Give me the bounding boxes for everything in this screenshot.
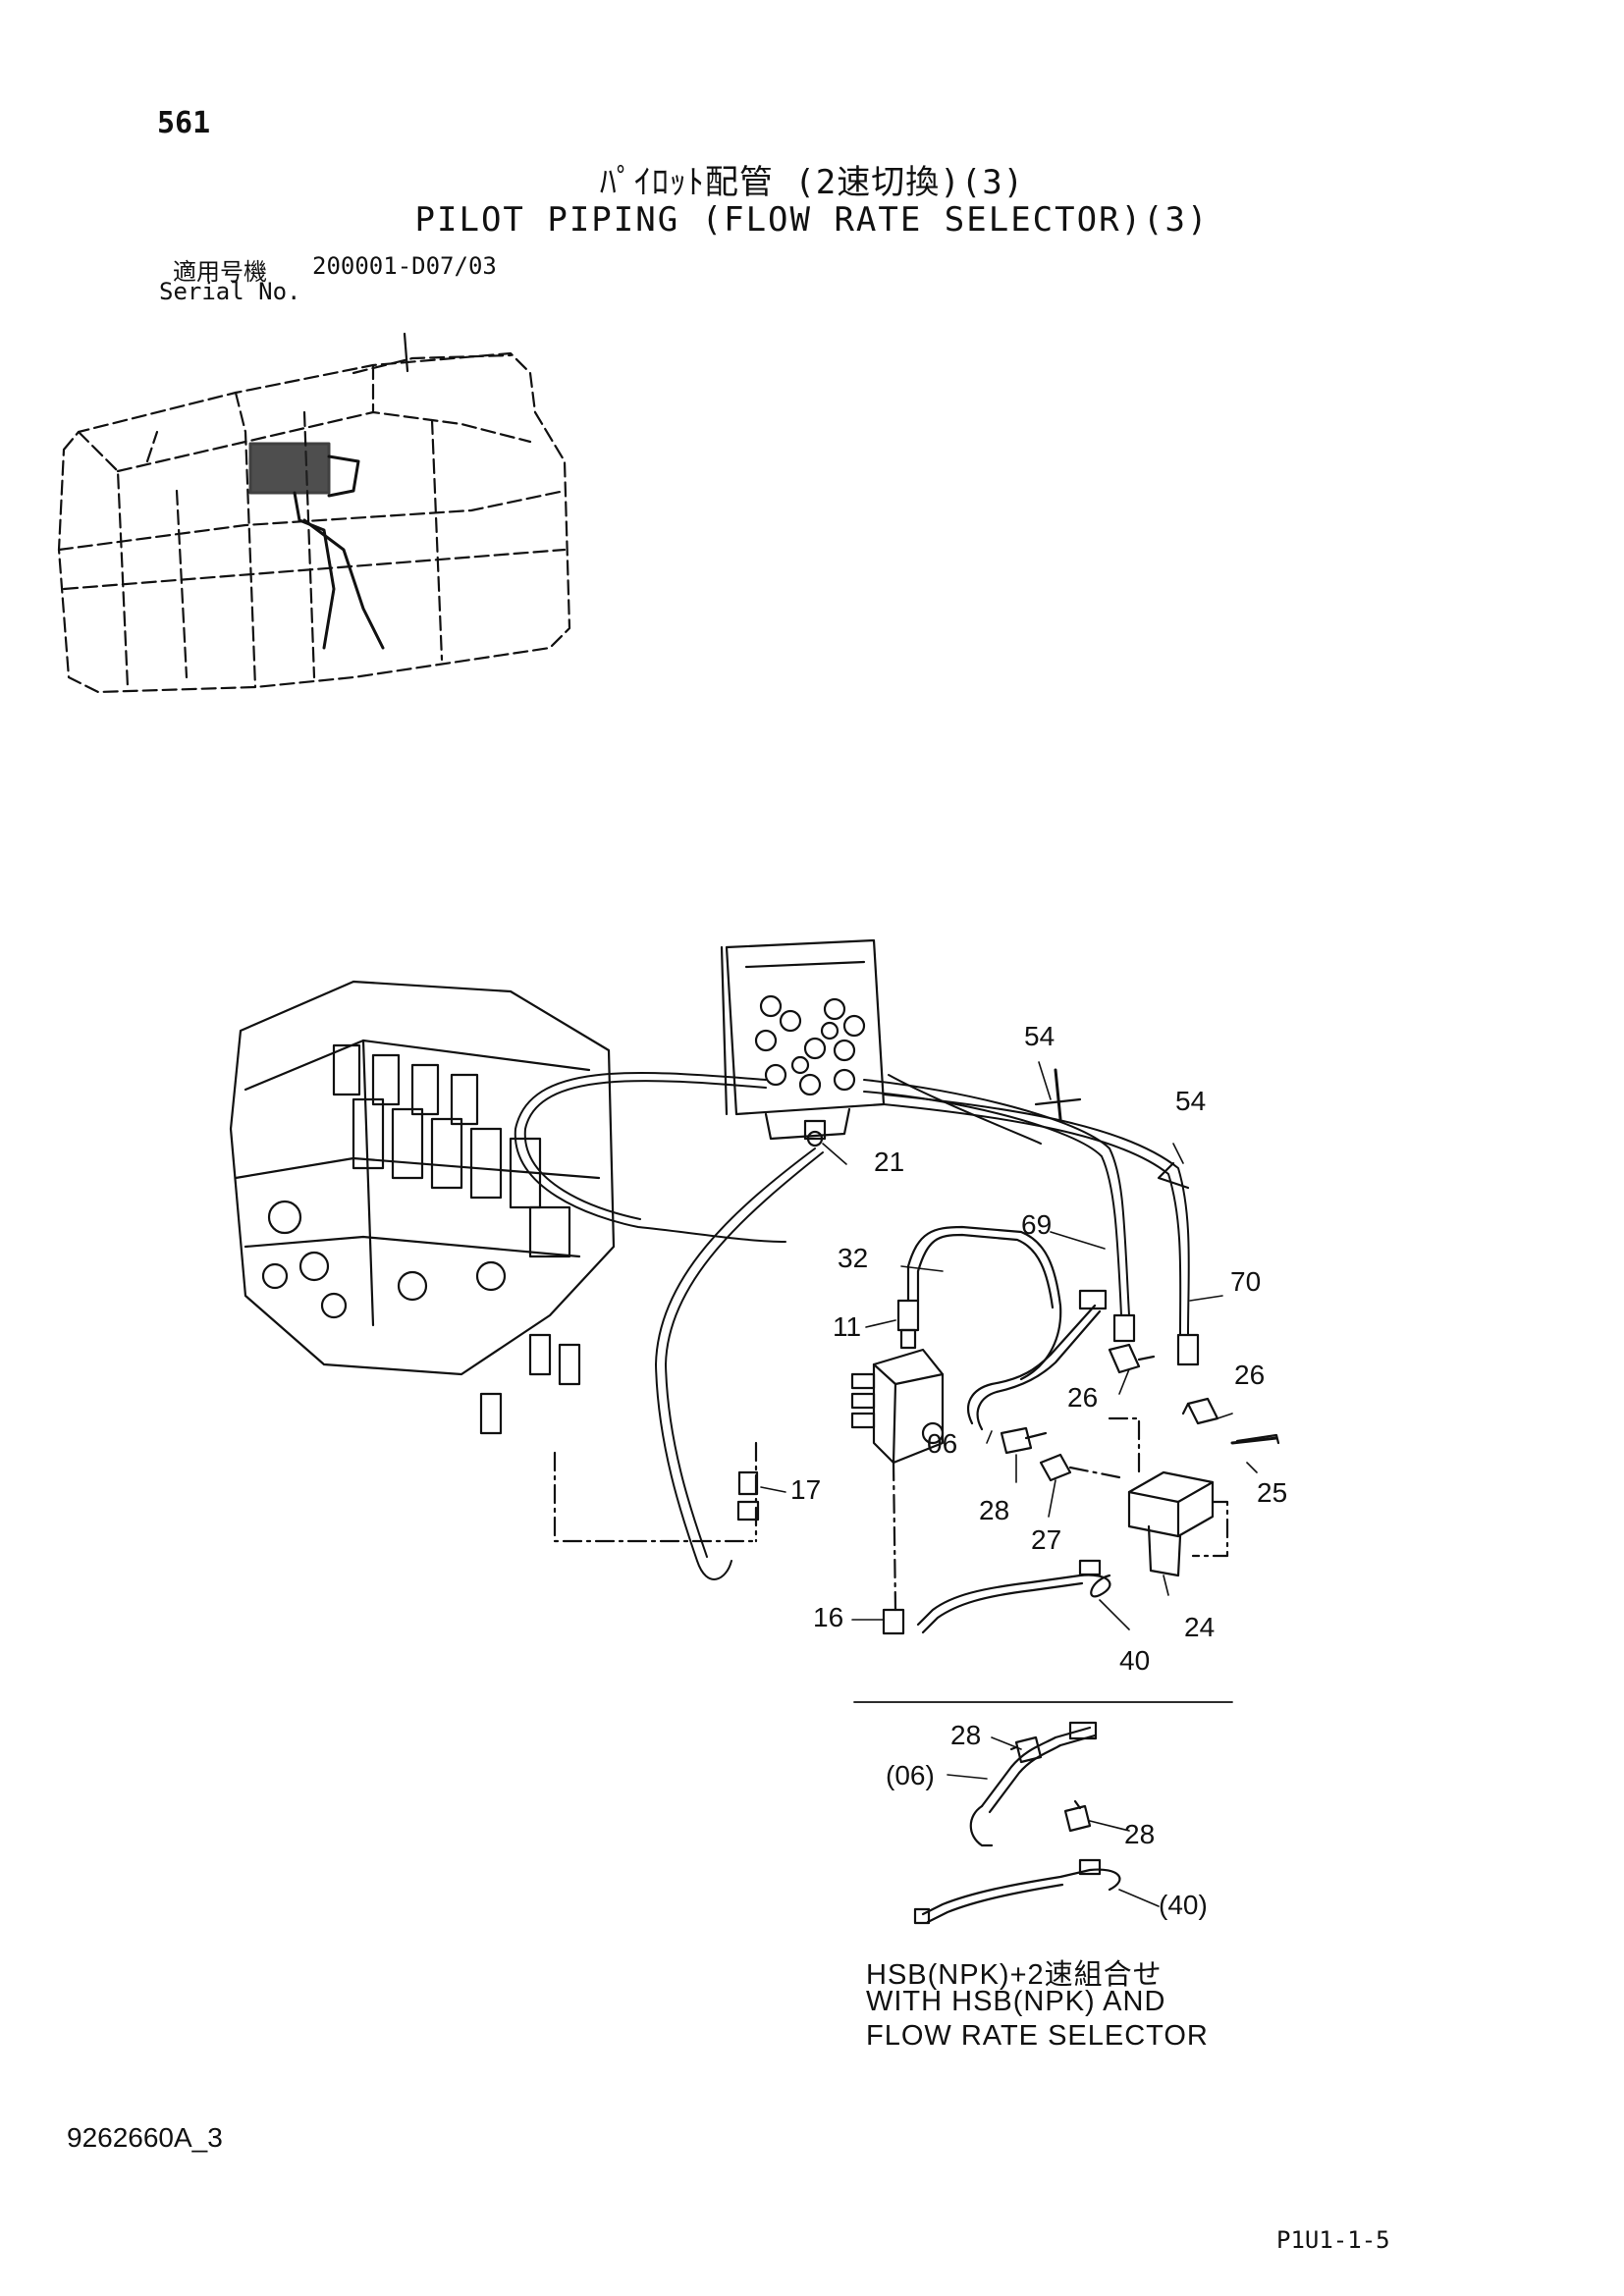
- valve-block-24: [1127, 1470, 1215, 1577]
- callout-32: 32: [838, 1243, 869, 1273]
- page-code: P1U1-1-5: [1276, 2226, 1390, 2254]
- pilot-valve-block: [720, 938, 886, 1148]
- main-control-valve: [229, 980, 616, 1435]
- serial-label-english: Serial No.: [159, 278, 301, 305]
- note-line-japanese: HSB(NPK)+2速組合せ: [866, 1959, 1163, 1991]
- callout-70: 70: [1230, 1266, 1262, 1297]
- detail-pipe-06: [969, 1721, 1098, 1847]
- fitting-27: [1039, 1453, 1072, 1482]
- solenoid-valve: [850, 1348, 945, 1465]
- detail-callout-40: (40): [1159, 1890, 1208, 1920]
- callout-69: 69: [1021, 1209, 1053, 1240]
- detail-callout-28-lower: 28: [1124, 1819, 1156, 1849]
- fitting-16: [882, 1608, 905, 1635]
- detail-pipe-40: [913, 1858, 1121, 1925]
- callout-54-lower: 54: [1175, 1086, 1207, 1116]
- pipe-32: [906, 1225, 1062, 1381]
- callout-26-right: 26: [1234, 1360, 1266, 1390]
- callout-16: 16: [813, 1602, 844, 1632]
- machine-overview-illustration: [57, 351, 571, 694]
- callout-17: 17: [790, 1474, 822, 1505]
- serial-label-japanese: 適用号機: [173, 258, 267, 286]
- fitting-11: [896, 1299, 920, 1332]
- detail-callout-28-upper: 28: [950, 1720, 982, 1750]
- note-line-english-2: FLOW RATE SELECTOR: [866, 2020, 1209, 2052]
- callout-54-upper: 54: [1024, 1021, 1056, 1051]
- page-title-japanese: ﾊﾟｲﾛｯﾄ配管 (2速切換)(3): [599, 163, 1025, 202]
- callout-21: 21: [874, 1147, 905, 1177]
- overview-highlight-valve: [248, 442, 385, 650]
- pipe-06: [966, 1304, 1097, 1425]
- callout-28: 28: [979, 1495, 1010, 1525]
- page-title-english: PILOT PIPING (FLOW RATE SELECTOR)(3): [414, 200, 1210, 240]
- callout-27: 27: [1031, 1524, 1062, 1555]
- drawing-number: 9262660A_3: [67, 2122, 223, 2153]
- serial-value: 200001-D07/03: [312, 252, 497, 280]
- callout-40: 40: [1119, 1645, 1151, 1676]
- page-number: 561: [157, 106, 211, 140]
- callout-06: 06: [927, 1428, 958, 1459]
- detail-tee-28: [1063, 1799, 1092, 1833]
- overview-leader-line: [403, 332, 409, 373]
- hose-lines: [514, 1071, 1190, 1580]
- callout-26-left: 26: [1067, 1382, 1099, 1413]
- note-line-english-1: WITH HSB(NPK) AND: [866, 1986, 1166, 2017]
- callout-25: 25: [1257, 1477, 1288, 1508]
- pipe-40: [916, 1574, 1111, 1627]
- callout-11: 11: [833, 1311, 862, 1342]
- detail-callout-06: (06): [886, 1760, 935, 1790]
- callout-24: 24: [1184, 1612, 1216, 1642]
- tee-28: [1000, 1426, 1033, 1455]
